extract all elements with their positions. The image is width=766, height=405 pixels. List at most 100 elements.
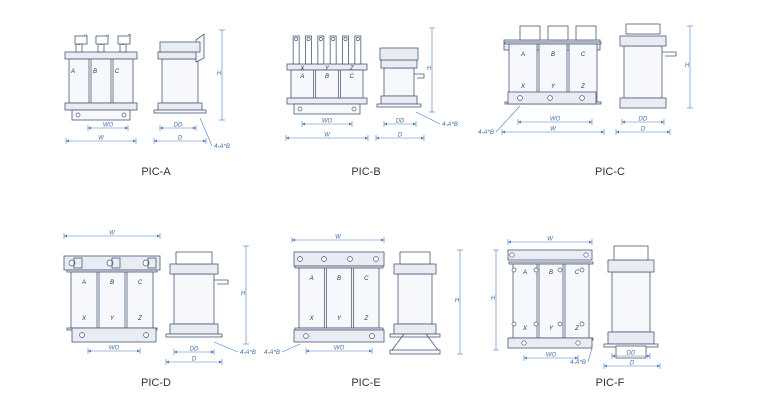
yoke-bolt — [509, 252, 515, 258]
dim-w-arrow — [381, 238, 384, 242]
dim-wo-arrow — [589, 120, 592, 124]
side-top-clamp — [607, 259, 655, 273]
yoke-bolt — [106, 259, 114, 267]
coil-a — [298, 267, 325, 329]
top-yoke — [64, 51, 138, 60]
mounting-hole — [517, 95, 523, 101]
bottom-clamp-bar — [507, 337, 593, 349]
side-terminal-rail — [159, 41, 201, 53]
coil-phase-label: B — [110, 280, 114, 286]
coil-mount-hole — [557, 267, 563, 273]
dim-d-arrow — [421, 136, 424, 140]
yoke-bolt — [373, 256, 379, 262]
coil-terminal-label: Y — [551, 84, 556, 90]
side-bracket-leg — [391, 333, 439, 351]
hole-callout-label: 4-A*B — [240, 350, 256, 356]
side-base-plate — [389, 349, 441, 355]
dim-dd-label: DD — [627, 351, 636, 357]
terminal-lug — [147, 257, 157, 269]
coil-mount-hole — [511, 267, 517, 273]
hole-leader — [587, 347, 593, 363]
side-terminal-lug — [414, 73, 425, 79]
mounting-hole — [351, 106, 357, 112]
mounting-hole — [369, 333, 375, 339]
coil-terminal-label: X — [522, 326, 528, 332]
side-top-clamp — [393, 263, 437, 275]
dim-wo-arrow — [88, 349, 91, 353]
side-top-clamp — [169, 263, 219, 275]
coil-phase-label: B — [325, 74, 329, 80]
coil-terminal-label: Z — [580, 84, 585, 90]
terminal-post — [317, 35, 325, 65]
coil-phase-label: A — [309, 276, 314, 282]
dim-d-label: D — [630, 361, 635, 367]
dim-wo-arrow — [518, 120, 521, 124]
dim-dd-arrow — [661, 120, 664, 124]
coil-mount-hole — [557, 321, 563, 327]
side-terminal-rail — [379, 47, 419, 61]
dim-h-label: H — [455, 298, 460, 304]
dim-wo-arrow — [306, 349, 309, 353]
coil-terminal-label: Z — [137, 316, 142, 322]
coil-c — [564, 263, 590, 339]
dim-wo-arrow — [302, 122, 305, 126]
dim-dd-label: DD — [190, 347, 199, 353]
dim-w-arrow — [64, 234, 67, 238]
hole-callout-label: 4-A*B — [264, 350, 280, 356]
dim-d-arrow — [616, 130, 619, 134]
terminal-block — [547, 25, 569, 41]
bottom-yoke — [64, 102, 138, 111]
caption-pic-a: PIC-A — [141, 166, 171, 178]
dim-w-label: W — [324, 133, 331, 139]
dim-dd-arrow — [193, 126, 196, 130]
dim-dd-arrow — [211, 350, 214, 354]
bottom-clamp-bar — [71, 327, 157, 343]
dim-w-arrow — [508, 240, 511, 244]
coil-a — [70, 271, 98, 329]
coil-c — [112, 58, 134, 104]
coil-terminal-label: Z — [363, 316, 368, 322]
dim-d-arrow — [219, 360, 222, 364]
coil-phase-label: B — [337, 276, 341, 282]
dim-d-arrow — [604, 364, 607, 368]
caption-pic-e: PIC-E — [351, 377, 381, 389]
dim-w-arrow — [133, 139, 136, 143]
dim-w-arrow — [286, 136, 289, 140]
dim-h-label: H — [241, 291, 246, 297]
terminal-post — [329, 35, 337, 65]
bottom-yoke — [286, 97, 368, 105]
side-terminal-block — [399, 251, 431, 265]
dim-w-arrow — [365, 136, 368, 140]
coil-phase-label: B — [551, 52, 555, 58]
dim-wo-label: WO — [322, 119, 333, 125]
terminal-screw — [318, 37, 323, 41]
side-bottom-clamp — [607, 331, 655, 345]
side-bottom-clamp — [380, 95, 418, 105]
dim-dd-label: DD — [174, 123, 183, 129]
side-core — [397, 273, 433, 325]
dim-wo-arrow — [369, 349, 372, 353]
coil-terminal-label: Z — [349, 66, 354, 72]
coil-phase-label: C — [349, 74, 354, 80]
coil-terminal-label: Y — [325, 66, 330, 72]
terminal-block — [117, 35, 131, 45]
dim-dd-label: DD — [639, 117, 648, 123]
coil-phase-label: B — [549, 270, 553, 276]
dim-h-label: H — [685, 63, 690, 69]
hole-leader — [495, 105, 521, 133]
side-foot — [165, 333, 223, 338]
dim-wo-label: WO — [109, 346, 120, 352]
dim-dd-arrow — [384, 122, 387, 126]
dim-wo-arrow — [137, 349, 140, 353]
coil-phase-label: A — [299, 74, 304, 80]
mounting-hole — [79, 332, 85, 338]
terminal-lug — [73, 257, 83, 269]
side-foot — [376, 103, 422, 108]
yoke-bolt — [583, 252, 589, 258]
coil-mount-hole — [533, 321, 539, 327]
coil-mount-hole — [579, 267, 585, 273]
dim-wo-label: WO — [334, 346, 345, 352]
